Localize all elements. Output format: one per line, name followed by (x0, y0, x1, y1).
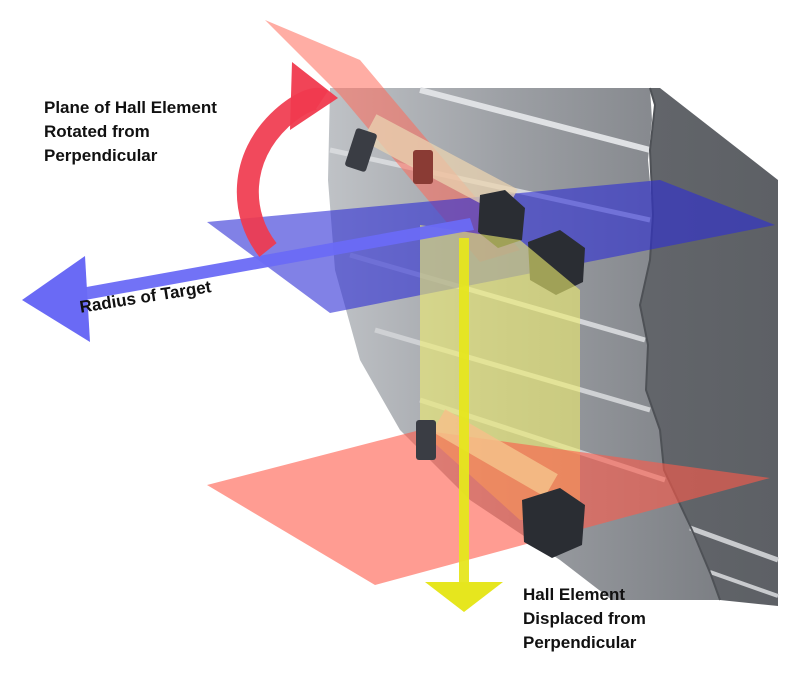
sensor-body (416, 420, 436, 460)
displacement-arrow-shaft (459, 238, 469, 588)
target-tooth-line (709, 570, 779, 598)
sensor-magnet (522, 488, 585, 558)
displacement-arrow-head (425, 582, 503, 612)
radius-arrow-shaft (70, 218, 474, 302)
rotated-label-line-1: Plane of Hall Element (44, 98, 217, 117)
displaced-label-line-1: Hall Element (523, 585, 626, 604)
target-tooth-line (419, 87, 651, 153)
radius-arrow (22, 218, 474, 342)
displaced-element-label: Hall Element Displaced from Perpendicula… (523, 583, 646, 655)
rotation-arrow-head (290, 62, 338, 130)
rotated-label-line-2: Rotated from (44, 122, 150, 141)
displaced-hall-plane (207, 430, 770, 585)
sensor-body (413, 150, 433, 184)
radius-arrow-head (22, 256, 90, 342)
rotated-label-line-3: Perpendicular (44, 146, 158, 165)
rotation-arrow (236, 62, 338, 257)
displaced-label-line-3: Perpendicular (523, 633, 637, 652)
rotated-hall-sensor (345, 114, 585, 295)
sensor-magnet (478, 190, 525, 248)
displacement-arrow (425, 238, 503, 612)
target-tooth-line (689, 525, 779, 563)
rotated-plane-label: Plane of Hall Element Rotated from Perpe… (44, 96, 217, 168)
sensor-body (345, 128, 377, 172)
displaced-label-line-2: Displaced from (523, 609, 646, 628)
sensor-leads (362, 114, 518, 216)
target-edge (638, 87, 721, 601)
